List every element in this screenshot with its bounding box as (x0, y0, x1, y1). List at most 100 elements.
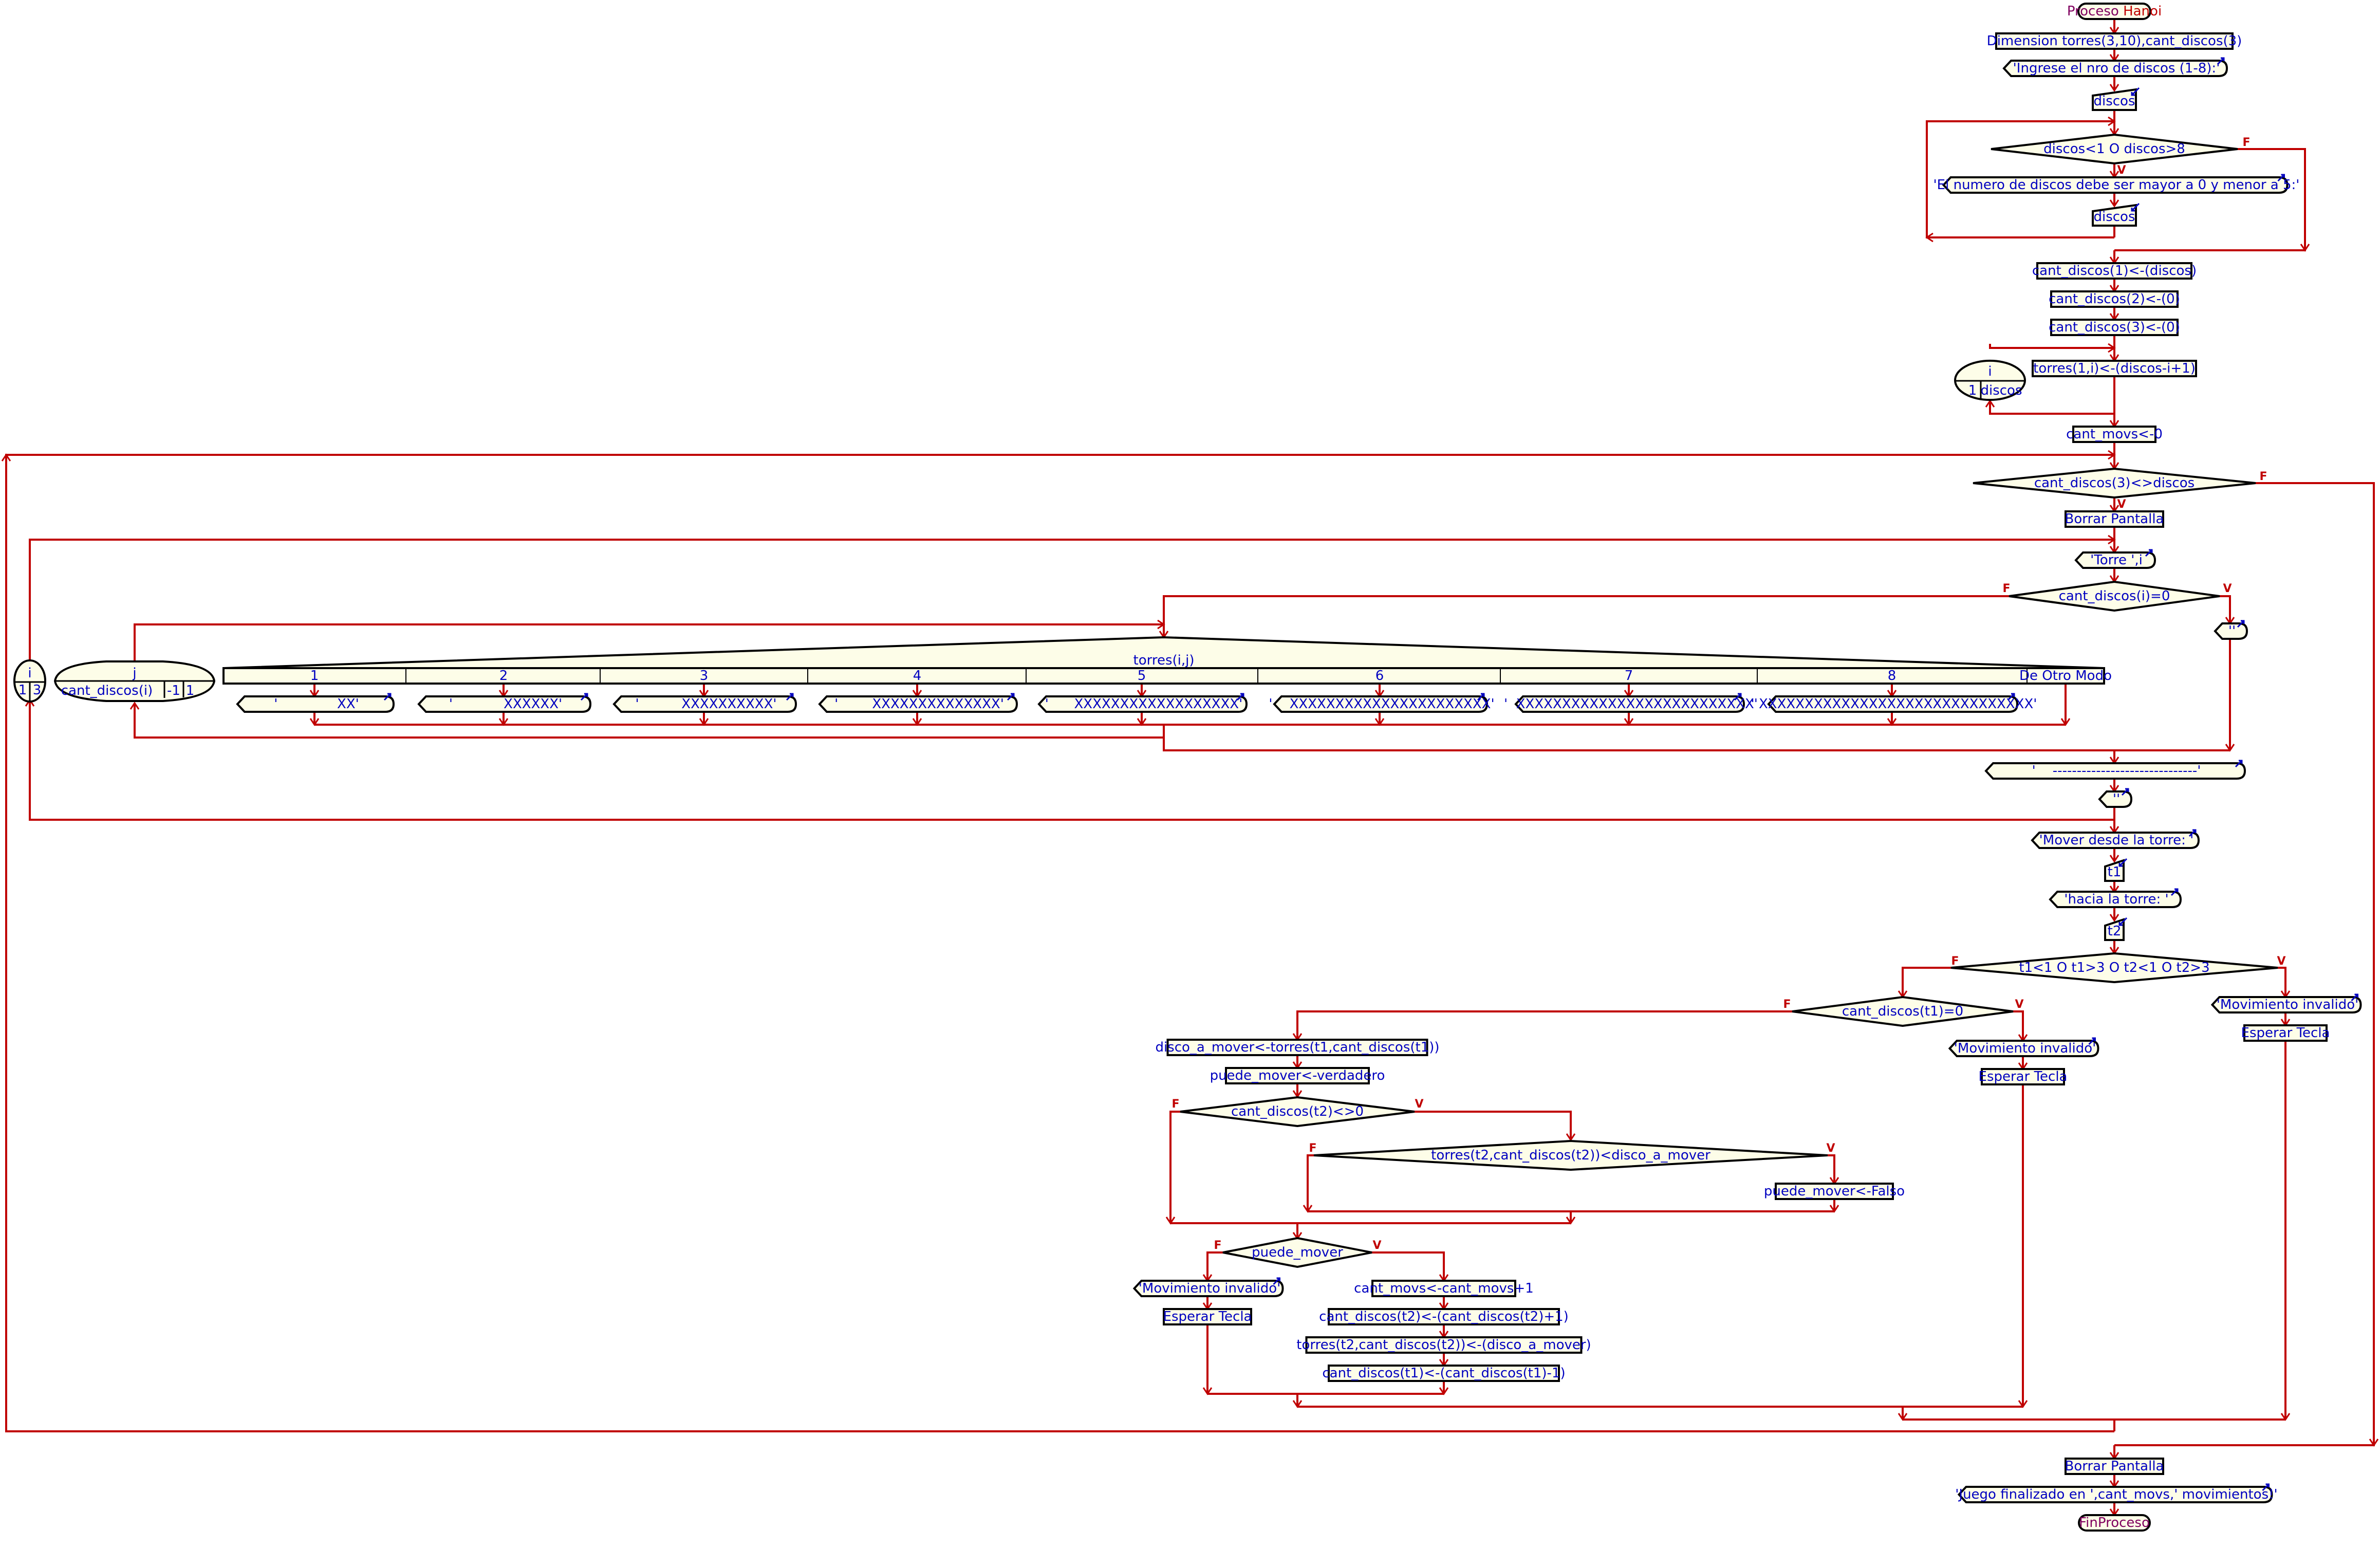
branch-false-label: F (2242, 136, 2250, 149)
output-arrow-icon (2351, 993, 2358, 1002)
output-arrowhead-icon (2125, 788, 2129, 792)
wait-move-box[interactable] (1163, 1308, 1252, 1325)
wait-range-box[interactable] (2243, 1024, 2328, 1042)
case-default-label: De Otro Modo (2019, 668, 2112, 684)
output-arrowhead-icon (1276, 1277, 1280, 1281)
prompt-to-output-label: 'hacia la torre: ' (2064, 892, 2168, 907)
if-src-empty-decision[interactable] (1792, 996, 2014, 1027)
end-terminal-label: FinProceso (2079, 1515, 2150, 1531)
flow-line (134, 703, 1164, 739)
flow-line (1296, 1010, 1792, 1040)
if-can-move-decision-label: puede_mover (1252, 1245, 1343, 1260)
case-label-4: 4 (913, 668, 922, 684)
flow-line (134, 623, 1164, 662)
clear-screen-final-box[interactable] (2065, 1458, 2164, 1475)
read-discos-input-label: discos (2093, 94, 2135, 109)
if-dest-nonempty-decision[interactable] (1180, 1096, 1415, 1128)
output-arrow-icon (786, 693, 794, 701)
output-arrowhead-icon (2281, 174, 2285, 178)
set-torres-box-label: torres(1,i)<-(discos-i+1) (2033, 361, 2196, 376)
inc-dest-box-label: cant_discos(t2)<-(cant_discos(t2)+1) (1319, 1309, 1569, 1324)
set-disk-box-label: disco_a_mover<-torres(t1,cant_discos(t1)… (1155, 1040, 1439, 1055)
output-arrow-icon (2262, 1483, 2270, 1491)
set-torres-box[interactable] (2032, 360, 2197, 377)
input-arrow-icon (2131, 87, 2140, 96)
final-msg-output-label: 'Juego finalizado en ',cant_movs,' movim… (1955, 1487, 2277, 1502)
output-arrowhead-icon (2239, 760, 2243, 764)
set-cd1-box[interactable] (2036, 262, 2192, 280)
place-disk-box-label: torres(t2,cant_discos(t2))<-(disco_a_mov… (1296, 1337, 1591, 1353)
output-arrowhead-icon (2174, 888, 2179, 892)
start-terminal[interactable] (2077, 3, 2151, 20)
flow-line (1163, 595, 2009, 637)
if-can-move-decision[interactable] (1222, 1237, 1372, 1268)
for-from-label: cant_discos(i) (61, 683, 153, 698)
branch-true-label: V (2117, 164, 2126, 177)
case-output-2-label: ' XXXXXX' (449, 696, 562, 712)
input-arrowhead-icon (2118, 922, 2123, 926)
case-output-3-label: ' XXXXXXXXXX' (635, 696, 776, 712)
set-can-move-box[interactable] (1225, 1067, 1370, 1084)
invalid-empty-output-label: 'Movimiento invalido' (1954, 1041, 2096, 1056)
print-blank-output-label: '' (2113, 791, 2120, 807)
if-range-decision-label: t1<1 O t1>3 O t2<1 O t2>3 (2019, 960, 2209, 975)
wait-empty-box-label: Esperar Tecla (1979, 1069, 2068, 1084)
read-discos-again-input-label: discos (2093, 209, 2135, 225)
init-movs-box[interactable] (2072, 426, 2156, 443)
invalid-range-output-label: 'Movimiento invalido' (2217, 997, 2359, 1012)
output-arrowhead-icon (2149, 549, 2153, 553)
set-cd3-box[interactable] (2050, 319, 2179, 336)
branch-true-label: V (1372, 1239, 1381, 1252)
while-invalid-decision[interactable] (1991, 133, 2238, 165)
case-label-7: 7 (1625, 668, 1633, 684)
read-discos-input[interactable] (2092, 88, 2137, 111)
read-discos-again-input[interactable] (2092, 204, 2137, 227)
error-msg-output-label: 'El numero de discos debe ser mayor a 0 … (1933, 177, 2300, 193)
prompt-from-output-label: 'Mover desde la torre: ' (2039, 833, 2194, 848)
inc-dest-box[interactable] (1328, 1308, 1560, 1325)
case-output-7-label: ' XXXXXXXXXXXXXXXXXXXXXXXXXX' (1504, 696, 1758, 712)
if-range-decision[interactable] (1950, 952, 2278, 984)
case-label-1: 1 (310, 668, 319, 684)
branch-true-label: V (2015, 998, 2023, 1011)
dec-src-box[interactable] (1328, 1365, 1560, 1382)
for-from-label: 1 (1968, 383, 1977, 398)
for-to-label: 1 (186, 683, 195, 698)
clear-screen-box[interactable] (2065, 510, 2164, 528)
arrow-down-icon (2109, 84, 2119, 92)
if-bigger-decision[interactable] (1313, 1139, 1828, 1171)
while-invalid-decision-label: discos<1 O discos>8 (2043, 141, 2185, 157)
set-cannot-box[interactable] (1775, 1183, 1894, 1200)
prompt-discos-output-label: 'Ingrese el nro de discos (1-8):' (2013, 61, 2220, 76)
for-to-label: discos (1980, 383, 2022, 398)
output-arrowhead-icon (2092, 1037, 2096, 1041)
if-empty-decision[interactable] (2009, 580, 2220, 612)
dimension-box[interactable] (1995, 32, 2234, 50)
input-arrow-icon (2118, 917, 2128, 926)
while-game-decision[interactable] (1973, 467, 2256, 499)
inc-movs-box[interactable] (1371, 1280, 1516, 1297)
arrow-down-icon (2300, 244, 2310, 252)
if-bigger-decision-label: torres(t2,cant_discos(t2))<disco_a_mover (1431, 1148, 1710, 1163)
if-empty-decision-label: cant_discos(i)=0 (2059, 588, 2170, 604)
print-torre-output-label: 'Torre ',i (2090, 552, 2143, 568)
wait-empty-box[interactable] (1981, 1068, 2065, 1085)
arrow-down-icon (2109, 199, 2119, 208)
set-disk-box[interactable] (1166, 1039, 1428, 1056)
output-arrowhead-icon (2192, 829, 2197, 833)
input-arrow-icon (2118, 858, 2128, 867)
flow-line (1169, 1111, 1180, 1223)
output-arrow-icon (2170, 888, 2179, 896)
arrow-left-icon (1925, 232, 1933, 243)
set-cd2-box[interactable] (2050, 290, 2179, 308)
flow-line (1307, 1154, 1314, 1211)
branch-true-label: V (2223, 582, 2232, 595)
branch-false-label: F (1172, 1098, 1179, 1111)
end-terminal[interactable] (2078, 1514, 2151, 1532)
flow-line (1206, 1251, 1223, 1281)
place-disk-box[interactable] (1305, 1336, 1583, 1354)
output-arrow-icon (2145, 549, 2153, 557)
clear-screen-box-label: Borrar Pantalla (2065, 511, 2164, 527)
